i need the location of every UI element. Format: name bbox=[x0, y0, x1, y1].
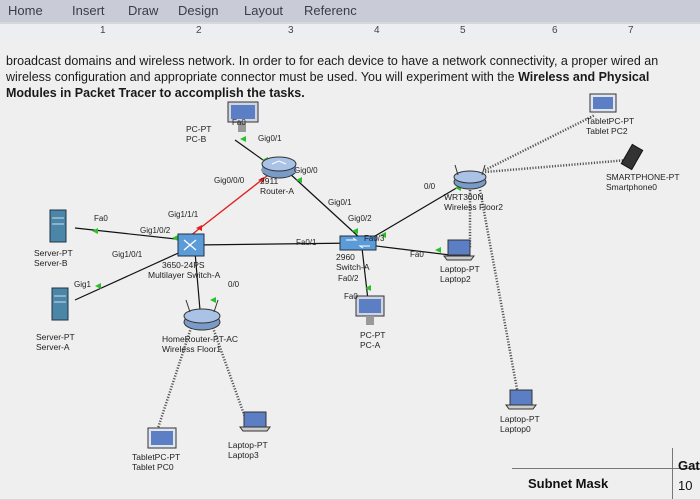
ruler-mark: 6 bbox=[552, 25, 558, 36]
port-label: Gig1/1/1 bbox=[168, 210, 199, 219]
port-label: Fa0 bbox=[232, 118, 246, 127]
laptop3-icon[interactable] bbox=[239, 411, 271, 432]
tab-draw[interactable]: Draw bbox=[128, 3, 159, 18]
port-label: 0/0 bbox=[228, 280, 240, 289]
ruler-mark: 3 bbox=[288, 25, 294, 36]
wireless-router-icon[interactable] bbox=[453, 164, 487, 190]
ruler-mark: 1 bbox=[100, 25, 106, 36]
ribbon-tabs: Home Insert Draw Design Layout Referenc bbox=[0, 0, 700, 22]
table-header-gateway: Gat bbox=[678, 458, 700, 473]
tab-insert[interactable]: Insert bbox=[72, 3, 105, 18]
pc-b-icon[interactable] bbox=[227, 101, 259, 132]
home-router-icon[interactable] bbox=[183, 299, 221, 331]
port-label: Gig1/0/2 bbox=[140, 226, 171, 235]
server-a-icon[interactable] bbox=[51, 287, 69, 321]
paragraph-bold: Wireless and Physical bbox=[518, 70, 650, 84]
tab-references[interactable]: Referenc bbox=[304, 3, 357, 18]
port-label: Fa0/1 bbox=[296, 238, 317, 247]
table-cell-value: 10 bbox=[678, 478, 693, 493]
port-label: Gig1/0/1 bbox=[112, 250, 143, 259]
wireless-home-laptop3 bbox=[210, 324, 248, 421]
port-label: Fa0 bbox=[94, 214, 108, 223]
tablet-pc0-icon[interactable] bbox=[147, 427, 177, 449]
ruler-mark: 2 bbox=[196, 25, 202, 36]
port-label: Fa0/3 bbox=[364, 234, 385, 243]
ruler-mark: 7 bbox=[628, 25, 634, 36]
cable-mls-switch bbox=[194, 242, 361, 246]
cable-mls-homerouter bbox=[194, 251, 201, 311]
port-label: Gig0/0 bbox=[294, 166, 318, 175]
cable-serverb-mls bbox=[74, 227, 186, 241]
ethernet-cables bbox=[74, 139, 471, 311]
tablet-pc2-icon[interactable] bbox=[589, 93, 617, 113]
router-icon[interactable] bbox=[261, 156, 297, 179]
wireless-home-tablet0 bbox=[156, 324, 194, 429]
port-label: Gig0/0/0 bbox=[214, 176, 245, 185]
tab-home[interactable]: Home bbox=[8, 3, 43, 18]
ruler-mark: 5 bbox=[460, 25, 466, 36]
paragraph-line-2: wireless configuration and appropriate c… bbox=[6, 70, 649, 84]
paragraph-line-1: broadcast domains and wireless network. … bbox=[6, 54, 659, 68]
ruler-mark: 4 bbox=[374, 25, 380, 36]
table-header-subnet-mask: Subnet Mask bbox=[528, 476, 609, 491]
tab-layout[interactable]: Layout bbox=[244, 3, 284, 18]
cable-mls-router-red bbox=[189, 171, 273, 237]
port-label: Fa0 bbox=[344, 292, 358, 301]
server-b-icon[interactable] bbox=[49, 209, 67, 243]
link-red-markers bbox=[196, 177, 264, 231]
port-label: Gig0/1 bbox=[328, 198, 352, 207]
switch-icon[interactable] bbox=[339, 235, 377, 251]
wireless-wrt-tablet2 bbox=[484, 113, 596, 172]
table-fragment bbox=[512, 468, 700, 500]
wireless-links bbox=[156, 113, 629, 429]
table-divider bbox=[672, 448, 673, 499]
port-label: Fa0 bbox=[410, 250, 424, 259]
multilayer-switch-icon[interactable] bbox=[177, 233, 205, 257]
cable-switch-laptop2 bbox=[367, 244, 451, 256]
paragraph-line-3: Modules in Packet Tracer to accomplish t… bbox=[6, 86, 305, 100]
port-label: 0/0 bbox=[424, 182, 436, 191]
cable-switch-pca bbox=[361, 247, 369, 301]
port-label: Gig1 bbox=[74, 280, 91, 289]
paragraph-text: wireless configuration and appropriate c… bbox=[6, 70, 519, 84]
laptop0-icon[interactable] bbox=[505, 389, 537, 410]
pc-a-icon[interactable] bbox=[355, 295, 385, 325]
port-label: Gig0/2 bbox=[348, 214, 372, 223]
cable-servera-mls bbox=[74, 249, 186, 301]
tab-design[interactable]: Design bbox=[178, 3, 219, 18]
wireless-wrt-smartphone bbox=[484, 158, 629, 174]
wireless-wrt-laptop0 bbox=[478, 189, 522, 406]
port-label: Gig0/1 bbox=[258, 134, 282, 143]
smartphone-icon[interactable] bbox=[620, 143, 644, 171]
cable-switch-wrt bbox=[364, 179, 471, 243]
port-label: Fa0/2 bbox=[338, 274, 359, 283]
document-page[interactable] bbox=[0, 40, 700, 499]
laptop2-icon[interactable] bbox=[443, 239, 475, 261]
cable-router-switch bbox=[287, 171, 361, 239]
